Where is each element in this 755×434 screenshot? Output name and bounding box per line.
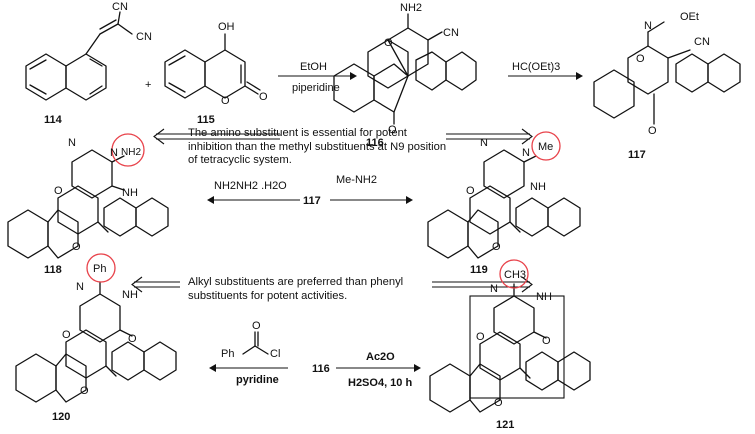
r4-left-reagent-o: O bbox=[252, 320, 261, 332]
c119-ring-o-label: O bbox=[466, 185, 475, 197]
c114-cn-label: CN bbox=[112, 1, 128, 13]
c120-carbonyl-o-label: O bbox=[80, 385, 89, 397]
sar-open-arrow-left-1 bbox=[153, 128, 280, 145]
compound-114-structure bbox=[25, 11, 133, 101]
c118-ring-o-label: O bbox=[54, 185, 63, 197]
nh2-highlight-circle bbox=[111, 133, 145, 167]
arrowhead bbox=[576, 72, 583, 80]
c117-carbonyl-o-label: O bbox=[648, 125, 657, 137]
c118-nh2-label: NH2 bbox=[121, 147, 141, 158]
r2-reagent: HC(OEt)3 bbox=[512, 61, 560, 73]
c119-carbonyl-o-label: O bbox=[492, 241, 501, 253]
c116-number: 116 bbox=[366, 137, 384, 149]
r1-solvent: EtOH bbox=[300, 61, 327, 73]
c116-nh2-label: NH2 bbox=[400, 2, 422, 14]
c120-number: 120 bbox=[52, 411, 70, 423]
c121-carbonyl-o-label: O bbox=[494, 397, 503, 409]
sar-note-alkyl: Alkyl substituents are preferred than ph… bbox=[188, 276, 403, 303]
sar-note-alkyl-line2: substituents for potent activities. bbox=[188, 289, 348, 302]
c117-ring-o-label: O bbox=[636, 53, 645, 65]
r4-left-reagent-cl: Cl bbox=[270, 348, 280, 360]
arrowhead bbox=[207, 196, 214, 204]
core-highlight-box bbox=[469, 295, 565, 399]
sar-note-amino: The amino substituent is essential for p… bbox=[188, 127, 446, 168]
sar-note-amino-line1: The amino substituent is essential for p… bbox=[188, 127, 407, 139]
c119-n3-label: N bbox=[522, 147, 530, 159]
r4-left-reagent-ph: Ph bbox=[221, 348, 234, 360]
c120-c4-o-label: O bbox=[128, 333, 137, 345]
sar-note-amino-line2: inhibition than the methyl substituents … bbox=[188, 140, 447, 153]
c118-n3-label: N bbox=[110, 147, 118, 159]
c119-n-label: N bbox=[480, 137, 488, 149]
sar-open-arrow-right-1 bbox=[446, 128, 533, 145]
plus-sign: + bbox=[145, 79, 151, 91]
arrowhead bbox=[414, 364, 421, 372]
methyl-highlight-circle-121 bbox=[499, 259, 529, 289]
c115-carbonyl-o-label: O bbox=[259, 91, 268, 103]
r1-base: piperidine bbox=[292, 82, 340, 94]
sar-open-arrow-left-2 bbox=[131, 276, 180, 293]
c115-number: 115 bbox=[197, 114, 215, 126]
c119-number: 119 bbox=[470, 264, 488, 276]
c120-ring-o-label: O bbox=[62, 329, 71, 341]
compound-117-structure bbox=[593, 21, 741, 125]
ring-oxygen-label: O bbox=[221, 95, 230, 107]
r3-left-reagent: NH2NH2 .H2O bbox=[214, 180, 287, 192]
c121-ch3-label: CH3 bbox=[504, 269, 526, 281]
sar-note-alkyl-line1: Alkyl substituents are preferred than ph… bbox=[188, 276, 404, 288]
compound-118-structure bbox=[7, 149, 169, 259]
r3-right-reagent: Me-NH2 bbox=[336, 174, 377, 186]
c116-carbonyl-o-label: O bbox=[388, 124, 397, 136]
c114-cn-label: CN bbox=[136, 31, 152, 43]
compound-121-structure bbox=[429, 283, 591, 413]
arrowhead bbox=[209, 364, 216, 372]
c116-cn-label: CN bbox=[443, 27, 459, 39]
c118-carbonyl-o-label: O bbox=[72, 241, 81, 253]
benzoyl-chloride-structure bbox=[242, 331, 269, 355]
c119-me-label: Me bbox=[538, 141, 553, 153]
c118-nh-label: NH bbox=[122, 187, 138, 199]
c120-nh-label: NH bbox=[122, 289, 138, 301]
arrowhead bbox=[350, 72, 357, 80]
c118-n-label: N bbox=[68, 137, 76, 149]
sar-note-amino-line3: of tetracyclic system. bbox=[188, 154, 292, 166]
compound-120-structure bbox=[15, 281, 177, 403]
c118-number: 118 bbox=[44, 264, 62, 276]
c117-n-label: N bbox=[644, 20, 652, 32]
c120-n-label: N bbox=[76, 281, 84, 293]
c121-c4-o-label: O bbox=[542, 335, 551, 347]
c119-nh-label: NH bbox=[530, 181, 546, 193]
arrowhead bbox=[406, 196, 413, 204]
r4-center-label: 116 bbox=[312, 363, 330, 375]
r4-right-reagent: Ac2O bbox=[366, 351, 395, 363]
c121-ring-o-label: O bbox=[476, 331, 485, 343]
c117-number: 117 bbox=[628, 149, 646, 161]
compound-119-structure bbox=[427, 149, 581, 259]
c117-oet-label: OEt bbox=[680, 11, 699, 23]
c120-ph-label: Ph bbox=[93, 263, 106, 275]
compound-115-structure bbox=[164, 33, 261, 99]
methyl-highlight-circle bbox=[531, 131, 561, 161]
r3-center-label: 117 bbox=[303, 195, 321, 207]
compound-116-structure bbox=[333, 13, 477, 125]
c121-n-label: N bbox=[490, 283, 498, 295]
c117-cn-label: CN bbox=[694, 36, 710, 48]
c116-ring-o-label: O bbox=[384, 37, 393, 49]
c121-number: 121 bbox=[496, 419, 514, 431]
r4-left-base: pyridine bbox=[236, 374, 279, 386]
phenyl-highlight-circle bbox=[86, 253, 116, 283]
r4-right-conditions: H2SO4, 10 h bbox=[348, 377, 412, 389]
c121-nh-label: NH bbox=[536, 291, 552, 303]
c114-number: 114 bbox=[44, 114, 63, 126]
c115-oh-label: OH bbox=[218, 21, 235, 33]
